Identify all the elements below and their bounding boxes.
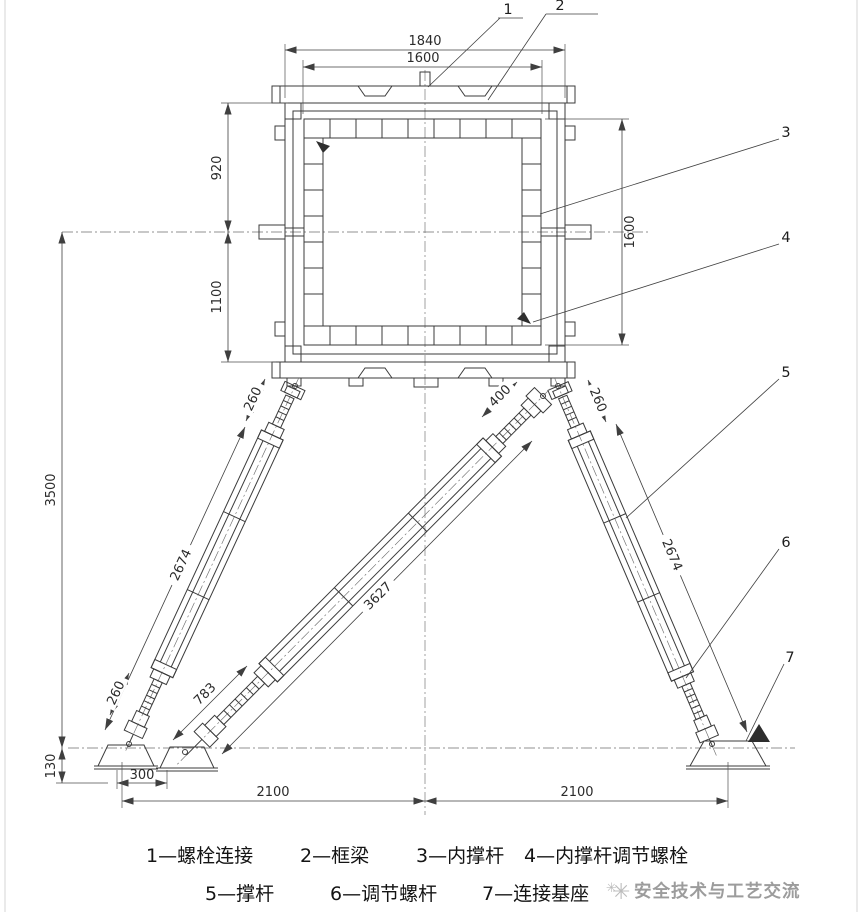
dim-1840: 1840	[284, 34, 566, 98]
svg-text:920: 920	[210, 156, 225, 181]
dim-260-left-top: 260	[238, 378, 266, 422]
callout-7: 7	[745, 650, 795, 742]
legend-item-7: 7—连接基座	[482, 883, 589, 905]
dim-2100-left: 2100	[121, 762, 425, 808]
legend-item-3: 3—内撑杆	[416, 845, 504, 867]
adjust-bolt-mark-bottom-right	[517, 312, 531, 324]
outer-frame	[258, 102, 592, 363]
svg-text:2100: 2100	[256, 785, 289, 800]
svg-text:1: 1	[503, 2, 512, 18]
anchor-mark-right	[748, 724, 770, 742]
svg-text:5: 5	[781, 365, 790, 381]
top-beam	[271, 71, 576, 104]
svg-text:3: 3	[781, 125, 790, 141]
svg-text:2674: 2674	[168, 547, 196, 583]
strut-right	[547, 378, 720, 756]
dim-3627: 3627	[221, 440, 533, 755]
adjust-bolt-mark-top-left	[316, 141, 330, 153]
svg-text:1600: 1600	[623, 215, 638, 248]
dim-920: 920	[210, 102, 288, 232]
callout-6: 6	[685, 535, 791, 679]
dim-260-left-bottom: 260	[101, 672, 130, 716]
callout-2: 2	[487, 0, 598, 101]
watermark-logo-icon: ✳	[612, 880, 630, 905]
base-plates	[94, 724, 770, 772]
callout-4: 4	[532, 230, 791, 323]
strut-center	[176, 386, 553, 766]
callout-1: 1	[427, 2, 523, 88]
svg-text:1840: 1840	[408, 34, 441, 49]
legend-item-4: 4—内撑杆调节螺栓	[524, 845, 688, 867]
svg-text:2: 2	[555, 0, 564, 14]
watermark-logo-small-icon: ✳	[606, 881, 617, 896]
svg-text:3500: 3500	[44, 473, 59, 506]
legend: 1—螺栓连接 2—框梁 3—内撑杆 4—内撑杆调节螺栓 5—撑杆 6—调节螺杆 …	[146, 845, 688, 905]
centerlines	[62, 70, 795, 815]
svg-text:300: 300	[130, 768, 155, 783]
callouts: 1 2 3 4 5 6 7	[427, 0, 795, 742]
dimensions: 1840 1600 920 1100 3500	[44, 34, 748, 808]
lifting-lug	[419, 71, 431, 87]
dim-2100-right: 2100	[425, 762, 729, 808]
dim-300: 300	[116, 768, 168, 789]
dim-3500: 3500	[44, 232, 66, 748]
dim-1100: 1100	[210, 232, 276, 363]
dim-1600-top: 1600	[302, 51, 543, 114]
legend-item-5: 5—撑杆	[205, 883, 274, 905]
dim-783: 783	[172, 665, 248, 741]
watermark-text: 安全技术与工艺交流	[634, 881, 801, 902]
svg-text:4: 4	[781, 230, 790, 246]
callout-5: 5	[625, 365, 791, 519]
bottom-beam	[271, 361, 576, 388]
dim-400: 400	[481, 378, 518, 418]
inner-brace-frame	[303, 118, 542, 346]
strut-left	[123, 378, 306, 751]
svg-text:2674: 2674	[658, 537, 685, 573]
callout-3: 3	[539, 125, 791, 215]
watermark: ✳ ✳ 安全技术与工艺交流	[606, 880, 801, 905]
legend-item-1: 1—螺栓连接	[146, 845, 253, 867]
svg-text:1100: 1100	[210, 280, 225, 313]
legend-item-6: 6—调节螺杆	[330, 883, 437, 905]
svg-text:7: 7	[785, 650, 794, 666]
dim-130: 130	[44, 748, 108, 784]
dim-260-right-top: 260	[586, 379, 613, 423]
legend-item-2: 2—框梁	[300, 845, 369, 867]
svg-text:6: 6	[781, 535, 790, 551]
svg-text:2100: 2100	[560, 785, 593, 800]
dim-2674-right: 2674	[615, 423, 748, 733]
dim-1600-right: 1600	[545, 118, 638, 346]
svg-text:1600: 1600	[406, 51, 439, 66]
svg-text:130: 130	[44, 754, 59, 779]
